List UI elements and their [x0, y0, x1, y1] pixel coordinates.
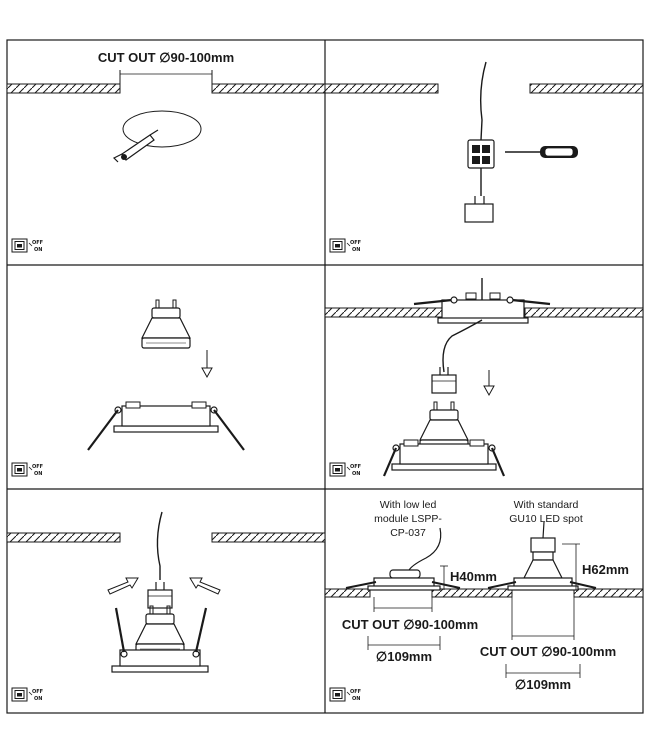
ceiling-right — [211, 532, 326, 543]
screwdriver-icon — [505, 146, 578, 158]
switch-on-label: ON — [34, 247, 42, 253]
height-40-label: H40mm — [450, 569, 497, 584]
ceiling-right — [211, 83, 326, 94]
panel-step-2: OFF ON — [324, 61, 644, 253]
terminal-block-icon — [467, 139, 495, 169]
fixture-frame-icon — [391, 439, 497, 471]
switch-off-label: OFF — [32, 464, 43, 470]
supply-cable — [156, 511, 163, 580]
low-led-fixture-icon — [345, 527, 461, 591]
right-cutout-label: CUT OUT ∅90-100mm — [480, 644, 616, 659]
installed-fixture-icon — [413, 292, 551, 324]
low-led-caption-line-1: With low led — [380, 499, 437, 511]
cutout-label: CUT OUT ∅90-100mm — [98, 50, 234, 65]
switch-on-label: ON — [34, 696, 42, 702]
spring-clip-left — [87, 409, 119, 451]
lamp-socket-icon — [147, 581, 173, 609]
ceiling-left — [324, 307, 444, 318]
gu10-lamp-icon — [135, 605, 185, 655]
ceiling-right — [529, 83, 644, 94]
panel-step-3: OFF ON — [11, 299, 245, 477]
lamp-socket-icon — [464, 196, 494, 223]
down-arrow-icon — [201, 350, 213, 379]
power-switch-icon — [11, 238, 33, 253]
push-arrow-left-icon — [107, 577, 139, 595]
down-arrow-icon — [483, 370, 495, 397]
gu10-lamp-icon — [419, 401, 469, 451]
left-width-label: ∅109mm — [376, 649, 432, 664]
left-cutout-label: CUT OUT ∅90-100mm — [342, 617, 478, 632]
low-led-caption-line-2: module LSPP- — [374, 513, 442, 525]
switch-off-label: OFF — [350, 240, 361, 246]
switch-on-label: ON — [352, 696, 360, 702]
ceiling-middle — [431, 588, 513, 598]
ceiling-right — [573, 588, 644, 598]
fixture-frame-icon — [113, 401, 219, 433]
panel-step-5: OFF ON — [6, 511, 326, 702]
spring-clip-left — [382, 447, 398, 477]
supply-cable — [442, 278, 483, 373]
panel-step-1: CUT OUT ∅90-100mm OFF ON — [6, 50, 326, 253]
ceiling-right — [524, 307, 644, 318]
gu10-fixture-icon — [487, 521, 597, 591]
spring-clip-right — [213, 409, 245, 451]
gu10-caption-line-1: With standard — [514, 499, 579, 511]
switch-on-label: ON — [34, 471, 42, 477]
spring-clip-left — [114, 607, 126, 653]
power-switch-icon — [11, 462, 33, 477]
ceiling-left — [324, 83, 439, 94]
ceiling-left — [324, 588, 371, 598]
power-switch-icon — [11, 687, 33, 702]
right-width-label: ∅109mm — [515, 677, 571, 692]
low-led-caption-line-3: CP-037 — [390, 527, 426, 539]
switch-off-label: OFF — [350, 464, 361, 470]
switch-off-label: OFF — [32, 689, 43, 695]
power-switch-icon — [329, 687, 351, 702]
ceiling-left — [6, 83, 121, 94]
panel-step-6: With low led module LSPP- CP-037 With st… — [324, 499, 644, 702]
spring-clip-right — [194, 607, 208, 653]
cut-hole-outline — [122, 110, 202, 148]
switch-off-label: OFF — [32, 240, 43, 246]
panel-step-4: OFF ON — [324, 278, 644, 477]
gu10-caption-line-2: GU10 LED spot — [509, 513, 583, 525]
hole-saw-icon — [112, 129, 159, 163]
gu10-lamp-icon — [141, 299, 191, 349]
power-switch-icon — [329, 462, 351, 477]
switch-off-label: OFF — [350, 689, 361, 695]
push-arrow-right-icon — [189, 577, 221, 595]
ceiling-left — [6, 532, 121, 543]
fixture-frame-icon — [111, 649, 209, 673]
supply-cable — [479, 61, 487, 141]
switch-on-label: ON — [352, 471, 360, 477]
height-62-label: H62mm — [582, 562, 629, 577]
spring-clip-right — [490, 447, 506, 477]
power-switch-icon — [329, 238, 351, 253]
switch-on-label: ON — [352, 247, 360, 253]
